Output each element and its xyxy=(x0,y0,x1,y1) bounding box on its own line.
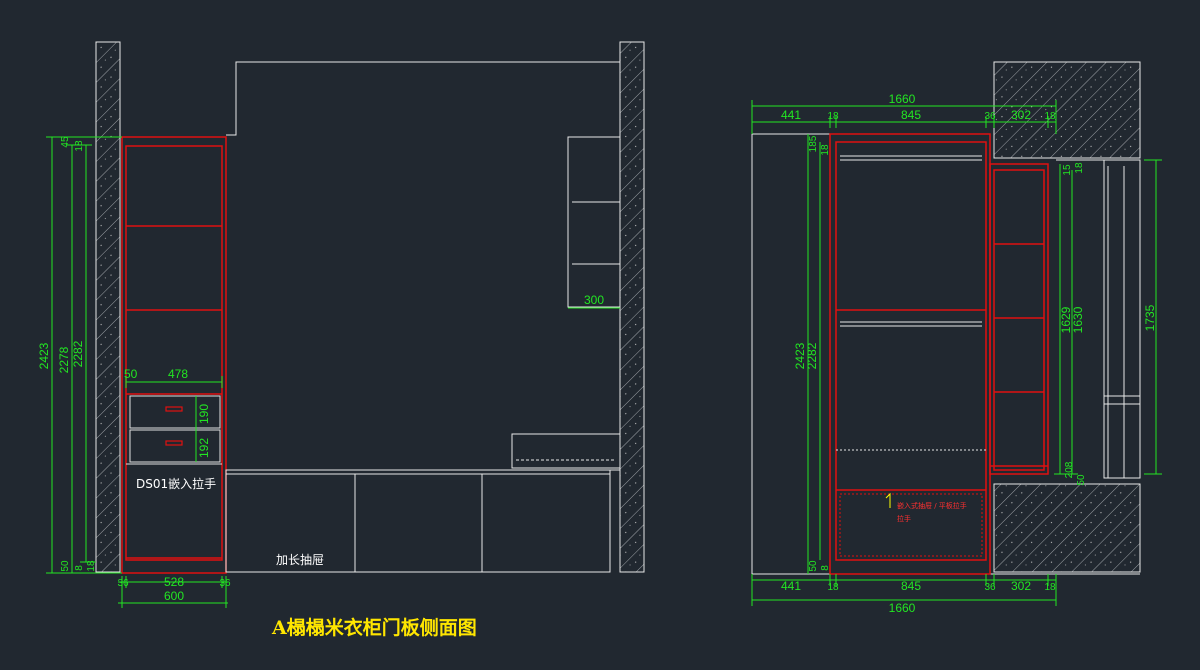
dim-height-2282: 2282 xyxy=(805,342,819,369)
dim-top-302: 302 xyxy=(1011,108,1031,122)
drawing-title: A榻榻米衣柜门板侧面图 xyxy=(271,616,477,639)
lower-wall-hatched xyxy=(993,483,1141,573)
cabinet-drawers xyxy=(126,395,222,465)
dim-drawer-offset: 50 xyxy=(124,367,138,381)
left-elevation-view: 2423 2278 2282 45 18 50 8 18 50 478 190 … xyxy=(37,41,645,608)
dim-bot-302: 302 xyxy=(1011,579,1031,593)
dim-bot-18b: 18 xyxy=(1044,582,1056,593)
left-wall-hatched xyxy=(95,41,121,573)
dim-side-right: 36 xyxy=(219,578,231,589)
dim-top-441: 441 xyxy=(781,108,801,122)
right-elevation-view: 嵌入式抽屉 / 平板拉手 拉手 xyxy=(751,61,1162,615)
dim-height-total: 2423 xyxy=(793,342,807,369)
dim-bot-441: 441 xyxy=(781,579,801,593)
dim-foot-208: 208 xyxy=(1064,461,1075,478)
dim-bot-845: 845 xyxy=(901,579,921,593)
dim-side-15: 15 xyxy=(1062,164,1073,176)
dim-top-36: 36 xyxy=(984,111,996,122)
dim-foot-50: 50 xyxy=(1076,474,1087,486)
label-note-line2: 拉手 xyxy=(897,514,911,523)
wardrobe-body xyxy=(829,133,1049,575)
dim-side-1630: 1630 xyxy=(1071,306,1085,333)
dim-height-2282: 2282 xyxy=(71,340,85,367)
wall-shelf xyxy=(567,136,621,308)
drawer-handle-2 xyxy=(165,440,183,446)
dim-side-18: 18 xyxy=(1074,162,1085,174)
dim-bottom-18: 18 xyxy=(86,560,97,572)
drawer-handle-1 xyxy=(165,406,183,412)
left-dimension-lines xyxy=(46,136,620,608)
tatami-platform xyxy=(225,469,620,573)
dim-bottom-50: 50 xyxy=(60,560,71,572)
dim-bot-total: 1660 xyxy=(889,601,916,615)
dim-shelf-depth: 300 xyxy=(584,293,604,307)
wall-desk xyxy=(511,433,621,469)
dim-total-height: 2423 xyxy=(37,342,51,369)
label-note-line1: 嵌入式抽屉 / 平板拉手 xyxy=(897,501,967,510)
dim-bottom-8: 8 xyxy=(74,565,85,571)
hanging-rods xyxy=(836,155,986,557)
dim-drawer-width: 478 xyxy=(168,367,188,381)
dim-bottom-50: 50 xyxy=(808,560,819,572)
dim-top-185: 185 xyxy=(808,135,819,152)
dim-bottom-8: 8 xyxy=(820,565,831,571)
dim-top-18v: 18 xyxy=(820,144,831,156)
dim-bot-18a: 18 xyxy=(827,582,839,593)
dim-drawer-1-height: 190 xyxy=(197,404,211,424)
dim-top-845: 845 xyxy=(901,108,921,122)
room-ceiling-outline xyxy=(226,61,620,136)
dim-inner-width: 528 xyxy=(164,575,184,589)
right-room-outline xyxy=(751,133,1141,575)
dim-side-1629: 1629 xyxy=(1059,306,1073,333)
label-handle-note: DS01嵌入拉手 xyxy=(136,476,216,491)
tall-cabinet xyxy=(121,136,227,574)
dim-total-width: 600 xyxy=(164,589,184,603)
right-wall-hatched xyxy=(619,41,645,573)
dim-top-45: 45 xyxy=(60,136,71,148)
dim-top-18: 18 xyxy=(74,140,85,152)
upper-wall-hatched xyxy=(993,61,1141,159)
note-arrow xyxy=(885,492,891,508)
dim-bot-36: 36 xyxy=(984,582,996,593)
dim-height-2278: 2278 xyxy=(57,346,71,373)
dim-top-total: 1660 xyxy=(889,92,916,106)
right-dimension-lines xyxy=(751,100,1162,606)
label-drawer-note: 加长抽屉 xyxy=(276,553,324,567)
dim-drawer-2-height: 192 xyxy=(197,438,211,458)
dim-side-left: 36 xyxy=(117,578,129,589)
dim-top-18b: 18 xyxy=(1044,111,1056,122)
dim-side-1735: 1735 xyxy=(1143,304,1157,331)
dim-top-18a: 18 xyxy=(827,111,839,122)
